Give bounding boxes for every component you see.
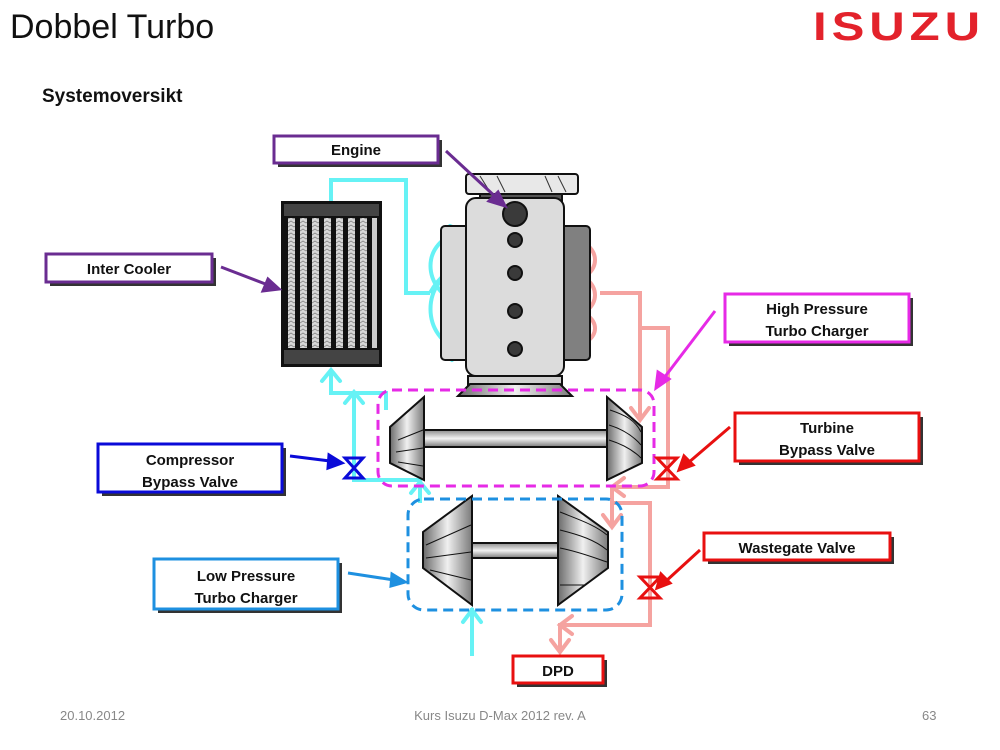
footer-course: Kurs Isuzu D-Max 2012 rev. A bbox=[414, 708, 586, 723]
engine-block bbox=[440, 173, 591, 397]
inter-cooler bbox=[281, 201, 382, 367]
turbine-bypass-label-line2: Bypass Valve bbox=[779, 442, 875, 459]
label-hp-turbo: High Pressure Turbo Charger bbox=[723, 292, 913, 346]
wastegate-pointer bbox=[654, 548, 702, 591]
isuzu-logo: ISUZU bbox=[813, 6, 985, 46]
lp-turbo-pointer bbox=[347, 571, 409, 589]
label-dpd: DPD bbox=[511, 654, 607, 687]
hp-turbo-charger bbox=[389, 394, 643, 482]
label-compressor-bypass: Compressor Bypass Valve bbox=[96, 442, 286, 496]
compressor-bypass-label-line2: Bypass Valve bbox=[142, 474, 238, 491]
compressor-bypass-label-line1: Compressor bbox=[146, 452, 235, 469]
pointer-arrows bbox=[220, 149, 731, 591]
hp-turbo-boundary bbox=[376, 388, 656, 488]
engine-label: Engine bbox=[331, 142, 381, 159]
slide-title: Dobbel Turbo bbox=[10, 8, 215, 46]
lp-turbo-charger bbox=[422, 494, 609, 608]
turbine-bypass-valve bbox=[653, 456, 681, 481]
footer-date: 20.10.2012 bbox=[60, 708, 126, 723]
inter-cooler-label: Inter Cooler bbox=[87, 261, 171, 278]
wastegate-valve bbox=[636, 575, 664, 600]
intercooler-pointer bbox=[220, 265, 283, 293]
label-wastegate: Wastegate Valve bbox=[702, 531, 894, 564]
hp-turbo-label-line2: Turbo Charger bbox=[765, 323, 868, 340]
wastegate-label: Wastegate Valve bbox=[738, 540, 855, 557]
turbine-bypass-pointer bbox=[676, 425, 731, 473]
engine-pointer bbox=[444, 149, 508, 209]
hp-turbo-pointer bbox=[654, 310, 717, 392]
logo-text: ISUZU bbox=[813, 6, 985, 46]
lp-turbo-boundary bbox=[406, 497, 624, 612]
label-inter-cooler: Inter Cooler bbox=[44, 252, 216, 286]
label-lp-turbo: Low Pressure Turbo Charger bbox=[152, 557, 342, 613]
footer-page-number: 63 bbox=[922, 708, 937, 723]
lp-turbo-label-line2: Turbo Charger bbox=[194, 590, 297, 607]
compressor-bypass-pointer bbox=[289, 452, 346, 471]
turbine-bypass-label-line1: Turbine bbox=[800, 420, 854, 437]
dpd-label: DPD bbox=[542, 663, 574, 680]
label-engine: Engine bbox=[272, 134, 442, 167]
slide-subtitle: Systemoversikt bbox=[42, 86, 183, 107]
compressor-bypass-valve bbox=[341, 456, 367, 480]
label-turbine-bypass: Turbine Bypass Valve bbox=[733, 411, 923, 465]
lp-turbo-label-line1: Low Pressure bbox=[197, 568, 295, 585]
hp-turbo-label-line1: High Pressure bbox=[766, 301, 868, 318]
